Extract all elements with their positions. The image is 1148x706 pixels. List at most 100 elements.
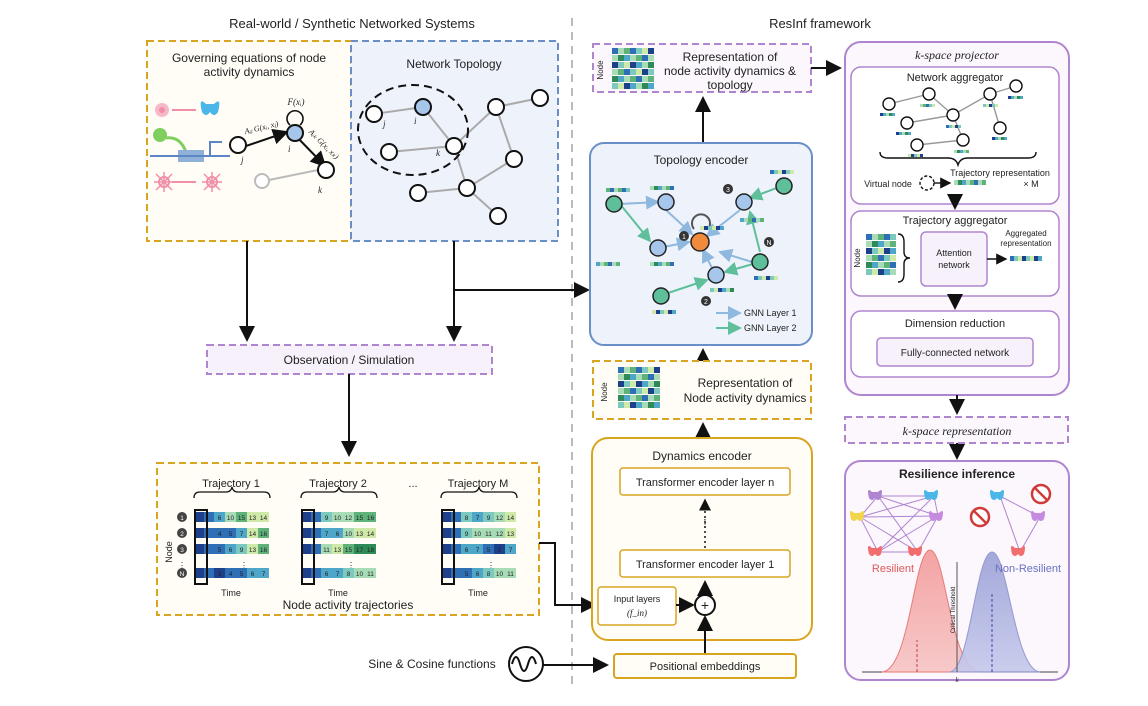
matrix-cell <box>878 234 884 240</box>
traj-cell <box>451 544 461 554</box>
matrix-cell <box>612 55 618 61</box>
matrix-cell <box>872 269 878 275</box>
resilient-label: Resilient <box>872 563 914 575</box>
matrix-cell <box>624 381 630 387</box>
dynamics-encoder-panel: Dynamics encoder Transformer encoder lay… <box>591 437 813 641</box>
matrix-cell <box>872 248 878 254</box>
trajectory-title: Trajectory 1 <box>202 478 260 490</box>
matrix-cell <box>630 48 636 54</box>
matrix-cell <box>872 234 878 240</box>
matrix-cell <box>872 255 878 261</box>
traj-cell-value: 4 <box>218 531 222 538</box>
times-m-label: × M <box>1023 179 1038 189</box>
matrix-cell <box>624 402 630 408</box>
traj-cell-value: 7 <box>325 531 329 538</box>
traj-cell <box>354 544 365 554</box>
traj-cell-value: 14 <box>260 515 268 522</box>
rep-topology-line1: Representation of <box>683 50 778 64</box>
matrix-cell <box>648 62 654 68</box>
rep-dynamics-matrix <box>618 367 660 408</box>
traj-cell <box>483 512 494 522</box>
sine-cosine-label: Sine & Cosine functions <box>368 657 495 671</box>
matrix-cell <box>636 83 642 89</box>
traj-cell-value: 8 <box>347 571 351 578</box>
rep-topology-line2: node activity dynamics & <box>664 64 796 78</box>
matrix-cell <box>636 395 642 401</box>
matrix-cell <box>636 381 642 387</box>
traj-cell-value: 12 <box>496 531 504 538</box>
matrix-cell <box>884 241 890 247</box>
traj-cell <box>194 528 204 538</box>
traj-cell-value: 5 <box>240 571 244 578</box>
traj-cell <box>365 544 376 554</box>
feature-strip <box>710 288 734 292</box>
matrix-cell <box>624 83 630 89</box>
traj-cell <box>204 512 214 522</box>
traj-cell-value: 6 <box>325 571 329 578</box>
traj-cell-value: 11 <box>485 531 492 538</box>
matrix-cell <box>642 388 648 394</box>
matrix-cell <box>636 402 642 408</box>
traj-cell-value: 10 <box>474 531 482 538</box>
traj-cell-value: 17 <box>356 547 364 554</box>
traj-cell-value: 6 <box>465 547 469 554</box>
matrix-cell <box>636 388 642 394</box>
traj-cell-value: 11 <box>323 547 330 554</box>
add-symbol: + <box>701 597 709 613</box>
row-vdots: ⋮ <box>240 561 248 570</box>
matrix-cell <box>618 381 624 387</box>
matrix-cell <box>866 262 872 268</box>
traj-cell <box>311 528 321 538</box>
matrix-cell <box>648 367 654 373</box>
traj-cell <box>214 568 225 578</box>
matrix-cell <box>636 62 642 68</box>
traj-cell <box>441 568 451 578</box>
non-resilient-label: Non-Resilient <box>995 563 1061 575</box>
traj-cell <box>311 512 321 522</box>
kspace-representation-label: k-space representation <box>903 424 1012 438</box>
matrix-cell <box>624 76 630 82</box>
matrix-cell <box>642 69 648 75</box>
traj-cell <box>194 568 204 578</box>
traj-cell-value: 12 <box>496 515 504 522</box>
traj-cell <box>321 512 332 522</box>
traj-cell <box>247 512 258 522</box>
matrix-cell <box>884 262 890 268</box>
traj-cell <box>204 528 214 538</box>
traj-cell <box>214 512 225 522</box>
non-resilient-distribution <box>949 551 1041 673</box>
matrix-cell <box>654 367 660 373</box>
traj-cell <box>343 512 354 522</box>
traj-cell <box>451 512 461 522</box>
matrix-cell <box>612 48 618 54</box>
matrix-cell <box>642 48 648 54</box>
traj-cell-value: 10 <box>227 515 235 522</box>
dynamics-encoder-title: Dynamics encoder <box>652 449 751 463</box>
sine-wave-icon <box>508 646 544 682</box>
traj-cell-value: 11 <box>367 571 374 578</box>
matrix-cell <box>654 388 660 394</box>
traj-cell-value: 9 <box>325 515 329 522</box>
time-window <box>301 509 315 585</box>
traj-cell-value: 8 <box>487 571 491 578</box>
traj-cell-value: 9 <box>240 547 244 554</box>
network-topology-title: Network Topology <box>406 57 501 71</box>
label-k: k <box>318 185 323 195</box>
topology-encoder-title: Topology encoder <box>654 153 749 167</box>
traj-cell <box>494 568 505 578</box>
transformer-vdots: ⋮ <box>700 518 711 530</box>
matrix-cell <box>878 248 884 254</box>
feature-strip <box>652 310 676 314</box>
traj-cell <box>332 512 343 522</box>
traj-cell <box>301 528 311 538</box>
traj-cell-value: 2 <box>498 547 502 554</box>
trajectory-title: Trajectory M <box>448 478 509 490</box>
traj-cell-value: 14 <box>249 531 257 538</box>
label-i: i <box>288 144 291 154</box>
butterfly-icon <box>200 101 220 115</box>
feature-strip <box>1008 96 1023 99</box>
governing-equations-panel: Governing equations of node activity dyn… <box>146 40 352 242</box>
trajectory-aggregator-title: Trajectory aggregator <box>903 215 1008 227</box>
gnn-layer-1-label: GNN Layer 1 <box>744 308 797 318</box>
matrix-cell <box>866 234 872 240</box>
